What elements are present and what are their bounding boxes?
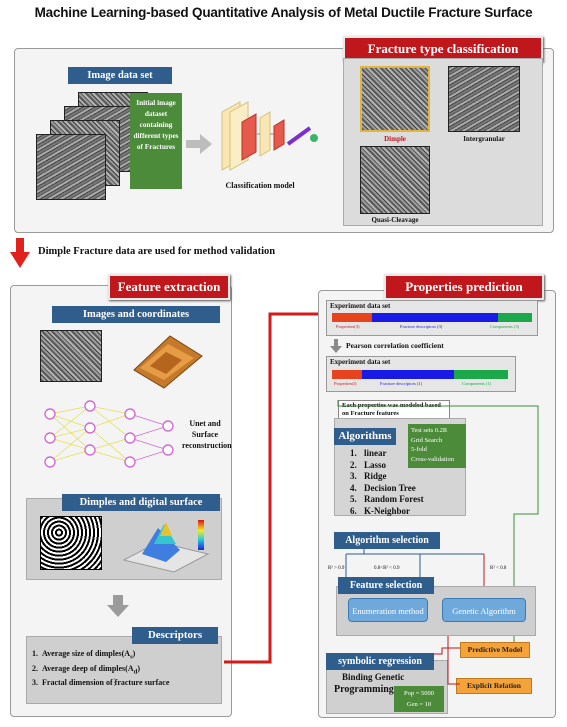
quasi-cleavage-image xyxy=(360,146,430,214)
symbolic-regression-label: symbolic regression xyxy=(326,653,434,670)
exp-dataset-1-sub-props: Properties(3) xyxy=(336,324,360,329)
pearson-arrow-icon xyxy=(330,339,342,353)
feature-header: Feature extraction xyxy=(108,274,230,300)
exp-dataset-2-sub-desc: Fracture descriptors (1) xyxy=(380,381,423,386)
exp-dataset-1-sub-comp: Components (3) xyxy=(490,324,520,329)
validation-note: Dimple Fracture data are used for method… xyxy=(38,246,276,257)
feature-selection-label: Feature selection xyxy=(338,577,434,594)
gp-params-box: Pop = 5000 Gen = 10 xyxy=(394,686,444,712)
programming-text: Programming xyxy=(334,684,394,695)
gen-param: Gen = 10 xyxy=(406,701,432,708)
exp-dataset-1-label: Experiment data set xyxy=(330,302,391,310)
r2-low: R² < 0.8 xyxy=(490,566,507,571)
descriptors-label: Descriptors xyxy=(132,627,218,644)
red-down-arrow-icon xyxy=(10,238,30,268)
dataset-note: Initial image dataset containing differe… xyxy=(130,93,182,189)
algorithm-item: 3.Ridge xyxy=(350,471,387,481)
algorithm-list: 1.linear 2.Lasso 3.Ridge 4.Decision Tree… xyxy=(350,448,424,517)
unet-network-diagram xyxy=(44,400,174,468)
r2-mid: 0.8<R² < 0.9 xyxy=(374,566,400,571)
algorithm-selection-label: Algorithm selection xyxy=(334,532,440,549)
algo-note-line: Test sets 0.2R xyxy=(411,427,448,434)
dimple-label: Dimple xyxy=(384,135,406,143)
red-side-lines xyxy=(434,636,460,685)
predictive-model-box: Predictive Model xyxy=(460,642,530,658)
quasi-cleavage-label: Quasi-Cleavage xyxy=(371,216,419,224)
classification-header: Fracture type classification xyxy=(343,36,543,62)
dimple-image xyxy=(360,66,430,132)
descriptor-item: 1. Average size of dimples(As) xyxy=(32,649,136,661)
pearson-label: Pearson correlation coefficient xyxy=(346,341,444,350)
algorithms-label: Algorithms xyxy=(334,428,396,445)
green-flow-lines xyxy=(337,400,539,649)
intergranular-label: Intergranular xyxy=(463,135,505,143)
algorithm-item: 2.Lasso xyxy=(350,459,387,470)
exp-dataset-2-sub-comp: Components (1) xyxy=(462,381,492,386)
fracture-image xyxy=(40,330,102,382)
dimples-label: Dimples and digital surface xyxy=(62,494,220,511)
descriptor-item: 2. Average deep of dimples(Ad) xyxy=(32,663,140,676)
network-label: Unet and Surface reconstruction xyxy=(182,419,232,450)
algorithm-item: 1.linear xyxy=(350,448,387,458)
binding-genetic-text: Binding Genetic xyxy=(342,672,405,682)
classification-model-diagram xyxy=(221,101,318,171)
enumeration-method-button: Enumeration method xyxy=(348,598,428,622)
descriptor-item: 3. Fractal dimension of fracture surface xyxy=(32,678,170,688)
explicit-relation-box: Explicit Relation xyxy=(456,678,532,694)
r2-high: R² > 0.9 xyxy=(328,566,345,571)
exp-dataset-1-sub-desc: Fracture descriptors (3) xyxy=(400,324,443,329)
classification-model-label: Classification model xyxy=(225,181,295,190)
algorithm-item: 4.Decision Tree xyxy=(350,482,416,493)
exp-dataset-2-sub-props: Properties(l) xyxy=(334,381,357,386)
algorithm-item: 5.Random Forest xyxy=(350,494,424,504)
algo-note-line: Grid Search xyxy=(411,436,443,444)
exp-dataset-2-bar xyxy=(332,370,508,379)
properties-header: Properties prediction xyxy=(384,274,544,300)
algo-note-line: 5-fold xyxy=(411,446,427,453)
exp-dataset-1-bar xyxy=(332,313,532,322)
sem-image-stack-bottom xyxy=(36,134,106,200)
intergranular-image xyxy=(448,66,520,132)
grey-down-arrow-icon xyxy=(107,595,129,617)
algo-note-line: Cross-validation xyxy=(411,455,454,463)
page-title: Machine Learning-based Quantitative Anal… xyxy=(34,5,533,20)
genetic-algorithm-button: Genetic Algorithm xyxy=(442,598,526,622)
pop-param: Pop = 5000 xyxy=(403,690,435,697)
image-dataset-label: Image data set xyxy=(68,67,172,84)
descriptor-list: 1. Average size of dimples(As) 2. Averag… xyxy=(32,648,222,688)
exp-dataset-2-label: Experiment data set xyxy=(330,358,391,366)
descriptors-box xyxy=(26,636,222,704)
digital-surface-icon xyxy=(122,520,210,573)
images-coords-label: Images and coordinates xyxy=(52,306,220,323)
red-connector-line xyxy=(224,312,324,664)
algo-note-box: Test sets 0.2R Grid Search 5-fold Cross-… xyxy=(408,424,466,468)
descriptor-ellipsis: ⋮ xyxy=(110,677,119,687)
3d-surface-icon xyxy=(133,335,203,389)
dimple-segmentation-image xyxy=(40,516,102,570)
algorithm-item: 6.K-Neighbor xyxy=(350,505,410,516)
arrow-to-model-icon xyxy=(186,134,212,154)
